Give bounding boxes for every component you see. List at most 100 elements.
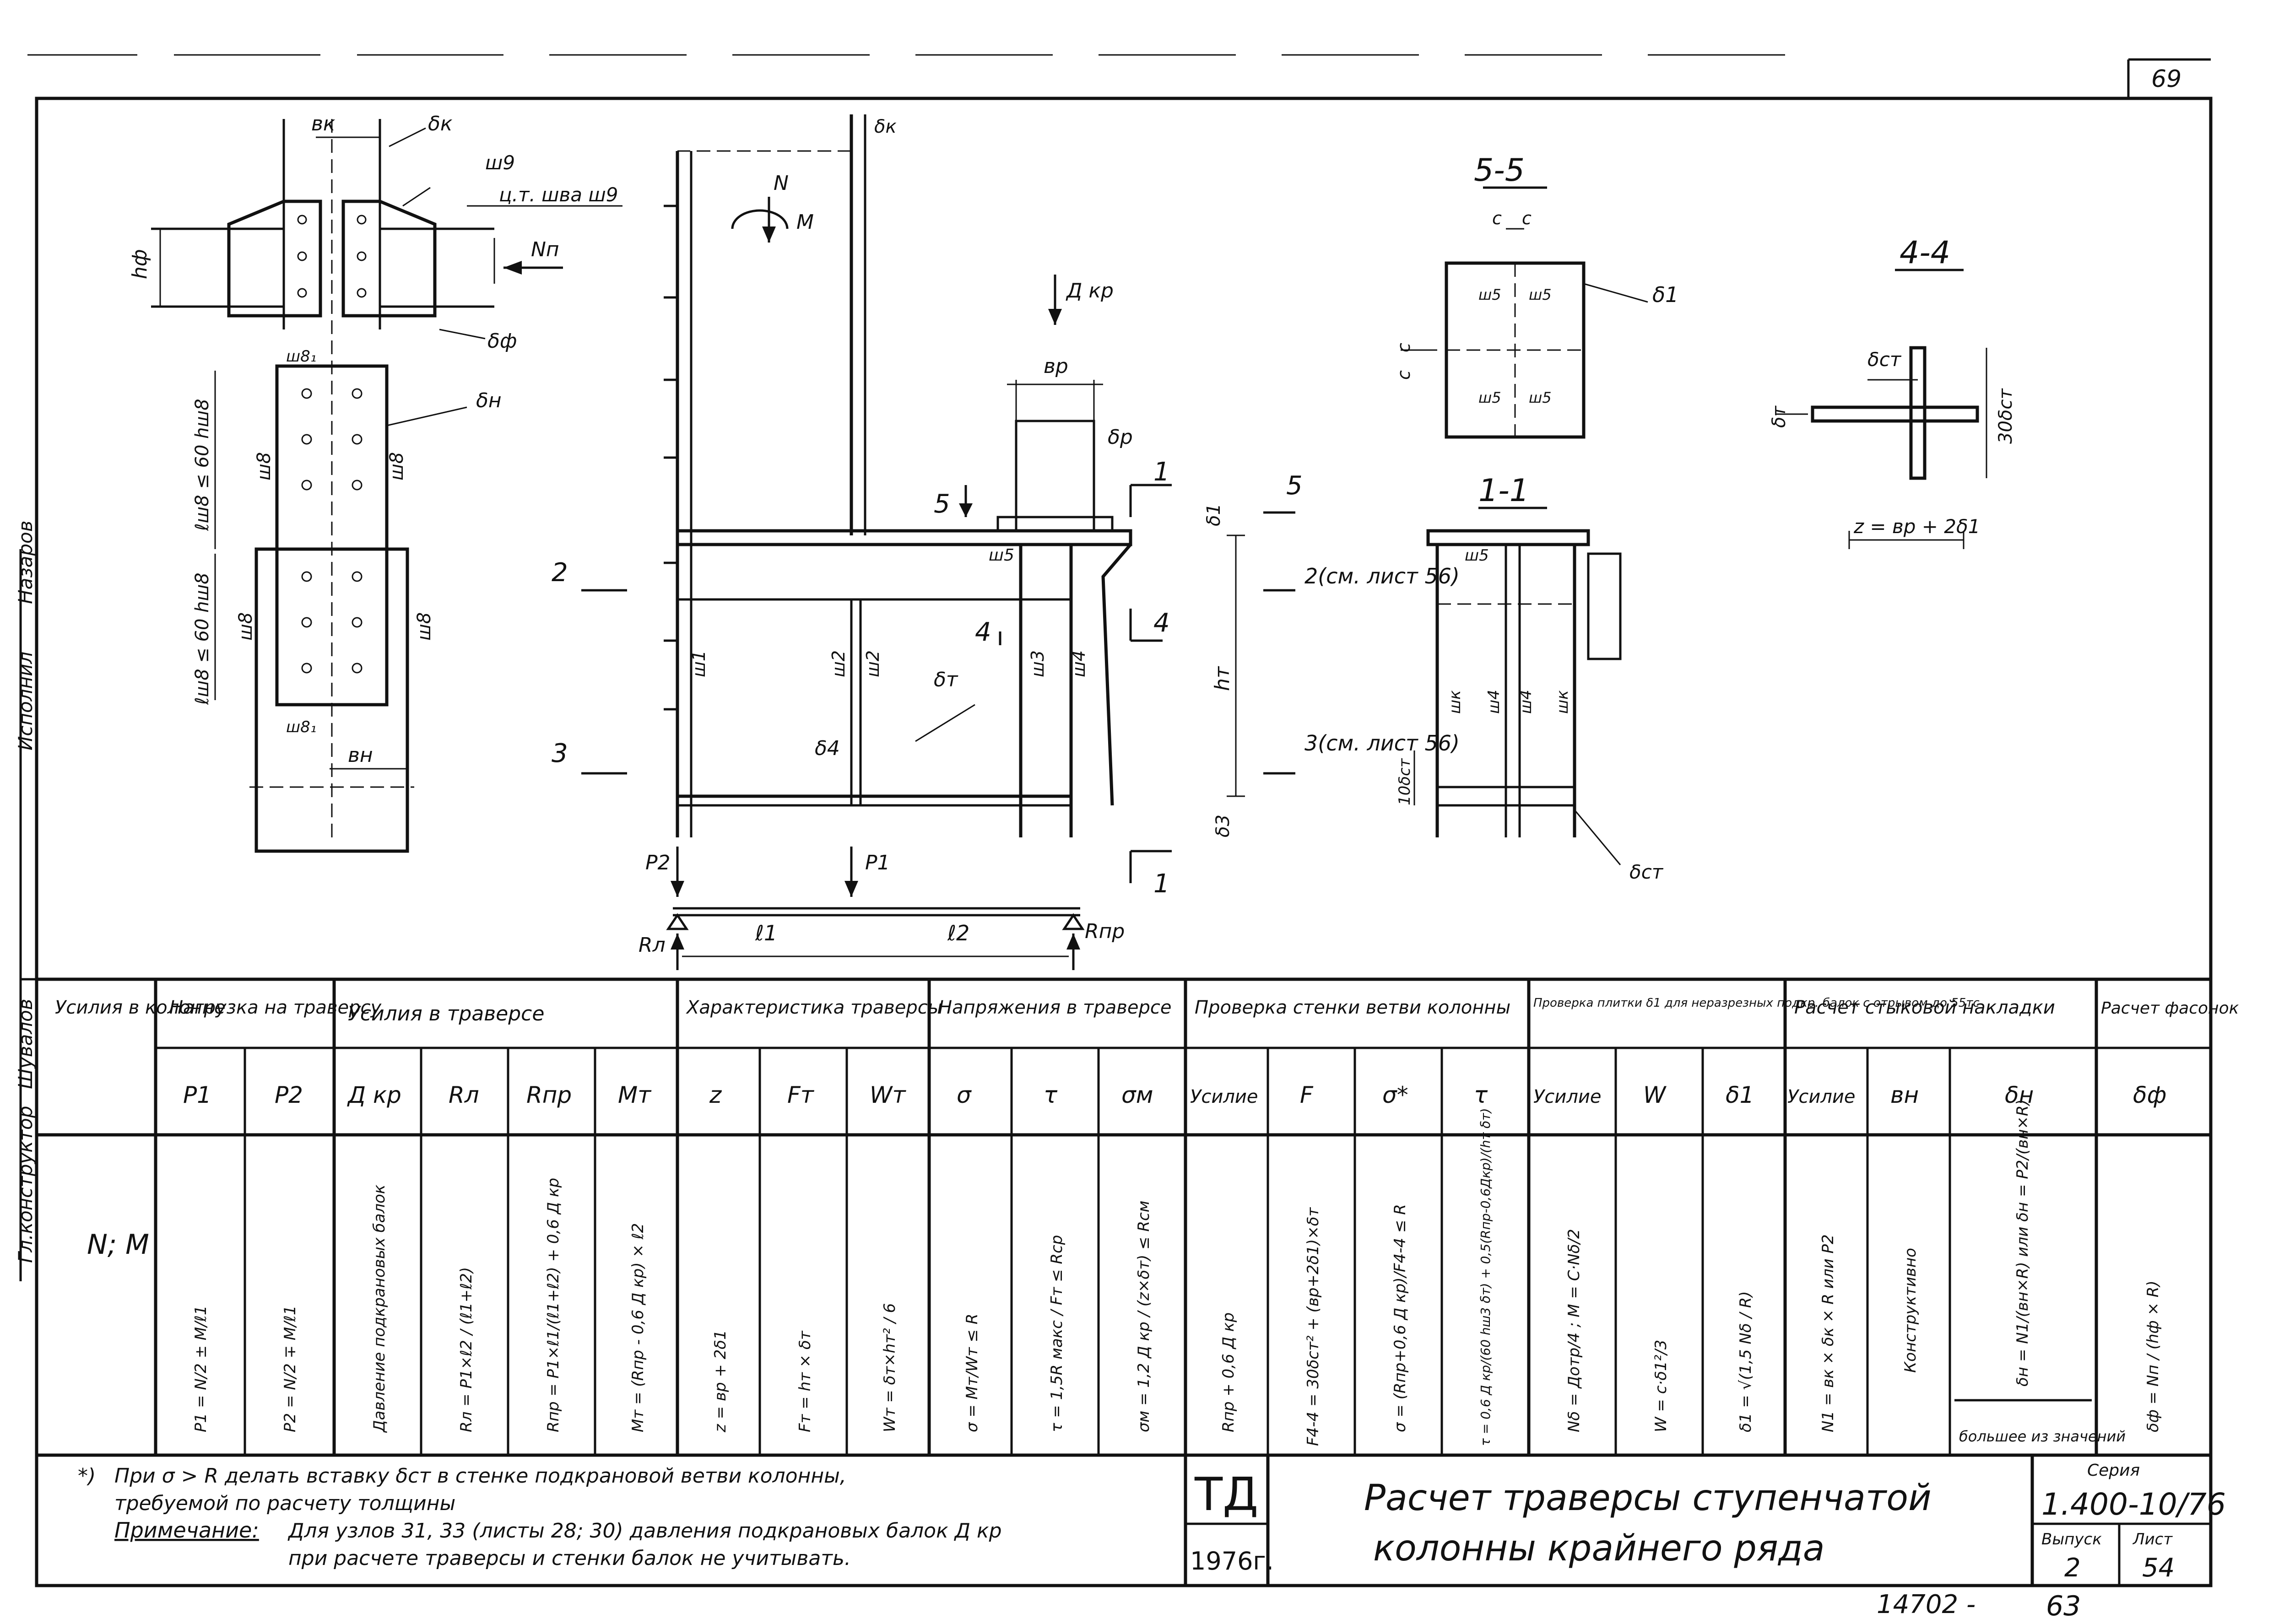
label-sh5: ш5	[989, 546, 1014, 565]
series-label: Серия	[2087, 1461, 2140, 1480]
label-Rl: Rл	[639, 933, 666, 957]
note-bigger-value: большее из значений	[1959, 1428, 2126, 1445]
label-sh8-a: ш8	[254, 452, 275, 480]
label-P2: P2	[645, 851, 671, 874]
label-sh8-b: ш8	[386, 452, 407, 480]
label-l2: ℓ2	[947, 921, 969, 945]
formula-sigma: σ = Mт/Wт ≤ R	[963, 1314, 981, 1432]
side-label-chief: Гл.конструктор	[14, 1106, 37, 1263]
label-M: M	[796, 210, 814, 234]
sheet-value: 54	[2142, 1553, 2175, 1583]
col-usilie-1: Усилие	[1190, 1086, 1258, 1107]
formula-wall-force: Rпр + 0,6 Д кр	[1219, 1312, 1238, 1432]
note-line-2: требуемой по расчету толщины	[114, 1492, 455, 1515]
formula-sigma-m: σм = 1,2 Д кр / (z×δт) ≤ Rсм	[1135, 1201, 1153, 1432]
cell-forces-value: N; M	[87, 1229, 149, 1261]
formula-W: W = c·δ1²/3	[1652, 1340, 1670, 1432]
label-shk-b: шк	[1553, 690, 1572, 714]
col-F: F	[1300, 1082, 1314, 1108]
label-c-b: c	[1522, 208, 1532, 228]
formula-Mt: Mт = (Rпр - 0,6 Д кр) × ℓ2	[629, 1223, 647, 1432]
col-z: z	[709, 1082, 722, 1108]
sheet-title-line-2: колонны крайнего ряда	[1373, 1528, 1825, 1569]
table-group-characteristic: Характеристика траверсы	[686, 997, 942, 1018]
label-N: N	[774, 172, 789, 195]
label-ct-shva: ц.т. шва ш9	[499, 183, 618, 206]
label-bn: вн	[348, 744, 373, 767]
label-np: Nп	[531, 238, 559, 261]
cut-1-bot: 1	[1153, 869, 1170, 899]
bolt-pattern	[297, 215, 367, 674]
label-d3: δ3	[1212, 815, 1234, 837]
table-group-forces-traverse: Усилия в траверсе	[348, 1002, 544, 1025]
col-Ft: Fт	[787, 1082, 815, 1108]
formula-tau-2: τ = 0,6 Д кр/(60 hш3 δт) + 0,5(Rпр-0,6Дк…	[1478, 1108, 1493, 1446]
label-c-d: c	[1394, 343, 1414, 352]
series-value: 1.400-10/76	[2041, 1487, 2226, 1522]
side-label-chief-name: Шувалов	[14, 998, 37, 1089]
label-sh5-c: ш5	[1478, 389, 1501, 406]
label-Rpr: Rпр	[1085, 920, 1125, 943]
col-df: δф	[2133, 1082, 2166, 1108]
col-sigma: σ	[957, 1082, 972, 1108]
label-sh5-d: ш5	[1529, 389, 1552, 406]
issue-value: 2	[2064, 1553, 2081, 1583]
col-Mt: Mт	[618, 1082, 652, 1108]
label-ht: hт	[1211, 666, 1234, 691]
table-group-plate-check: Проверка плитки δ1 для неразрезных подкр…	[1533, 996, 1980, 1010]
label-bp: вр	[1044, 355, 1068, 378]
formula-P1: P1 = N/2 ± M/ℓ1	[192, 1306, 210, 1432]
label-c-c: c	[1394, 370, 1414, 380]
formula-sigma-star: σ = (Rпр+0,6 Д кр)/F4-4 ≤ R	[1391, 1204, 1409, 1432]
title-section-1-1: 1-1	[1478, 473, 1529, 509]
label-df: δф	[487, 329, 517, 353]
note-star: *)	[78, 1464, 96, 1488]
table-group-stresses: Напряжения в траверсе	[938, 997, 1171, 1018]
label-sh9: ш9	[485, 151, 515, 174]
title-block	[1184, 1455, 2211, 1586]
formula-z: z = вр + 2δ1	[711, 1330, 730, 1433]
section-1-1	[1413, 507, 1622, 865]
label-d4: δ4	[815, 737, 840, 760]
label-dt-44: δт	[1769, 405, 1790, 428]
title-section-5-5: 5-5	[1474, 152, 1525, 189]
table-group-wall-check: Проверка стенки ветви колонны	[1195, 997, 1510, 1018]
label-z-formula: z = вр + 2δ1	[1853, 515, 1980, 538]
label-dst-11: δст	[1629, 861, 1664, 883]
col-Rl: Rл	[449, 1082, 479, 1108]
issue-label: Выпуск	[2041, 1530, 2102, 1548]
col-d1: δ1	[1726, 1082, 1754, 1108]
note-label: Примечание:	[114, 1518, 259, 1543]
cut-5-right: 5	[1286, 471, 1303, 501]
label-P1: P1	[865, 851, 890, 874]
col-Dkr: Д кр	[347, 1082, 401, 1108]
sheet-title-line-1: Расчет траверсы ступенчатой	[1364, 1478, 1932, 1519]
middle-view-traverse	[581, 114, 1295, 970]
note-line-3: Для узлов 31, 33 (листы 28; 30) давления…	[287, 1519, 1002, 1543]
col-sigma-m: σм	[1121, 1082, 1153, 1108]
label-10dst: 10δст	[1396, 758, 1414, 805]
label-sh8-c: ш8	[235, 612, 256, 641]
label-d1-55: δ1	[1652, 282, 1678, 307]
drawing-frame	[35, 97, 2213, 1587]
side-label-executor-name: Назаров	[14, 521, 37, 604]
formula-Ft: Fт = hт × δт	[796, 1330, 814, 1432]
col-tau-2: τ	[1474, 1082, 1488, 1108]
left-view-splice	[151, 119, 622, 853]
label-sh4-a: ш4	[1485, 690, 1503, 714]
formula-P2: P2 = N/2 ∓ M/ℓ1	[281, 1306, 299, 1432]
col-P1: P1	[183, 1082, 211, 1108]
label-sh2-b: ш2	[863, 650, 883, 677]
label-sh1: ш1	[689, 650, 709, 677]
col-bn: вн	[1890, 1082, 1919, 1108]
label-dt: δт	[934, 668, 958, 691]
formula-dn: δн = N1/(вн×R) или δн = P2/(вн×R)	[2013, 1099, 2032, 1387]
label-sh3: ш3	[1028, 650, 1048, 677]
col-Rpr: Rпр	[526, 1082, 572, 1108]
cut-2-left: 2	[552, 558, 568, 588]
label-dk: δк	[428, 112, 453, 135]
table-group-splice: Расчет стыковой накладки	[1794, 997, 2055, 1018]
year-label: 1976г.	[1190, 1547, 1274, 1575]
label-sh8-1-top: ш8₁	[286, 347, 316, 366]
